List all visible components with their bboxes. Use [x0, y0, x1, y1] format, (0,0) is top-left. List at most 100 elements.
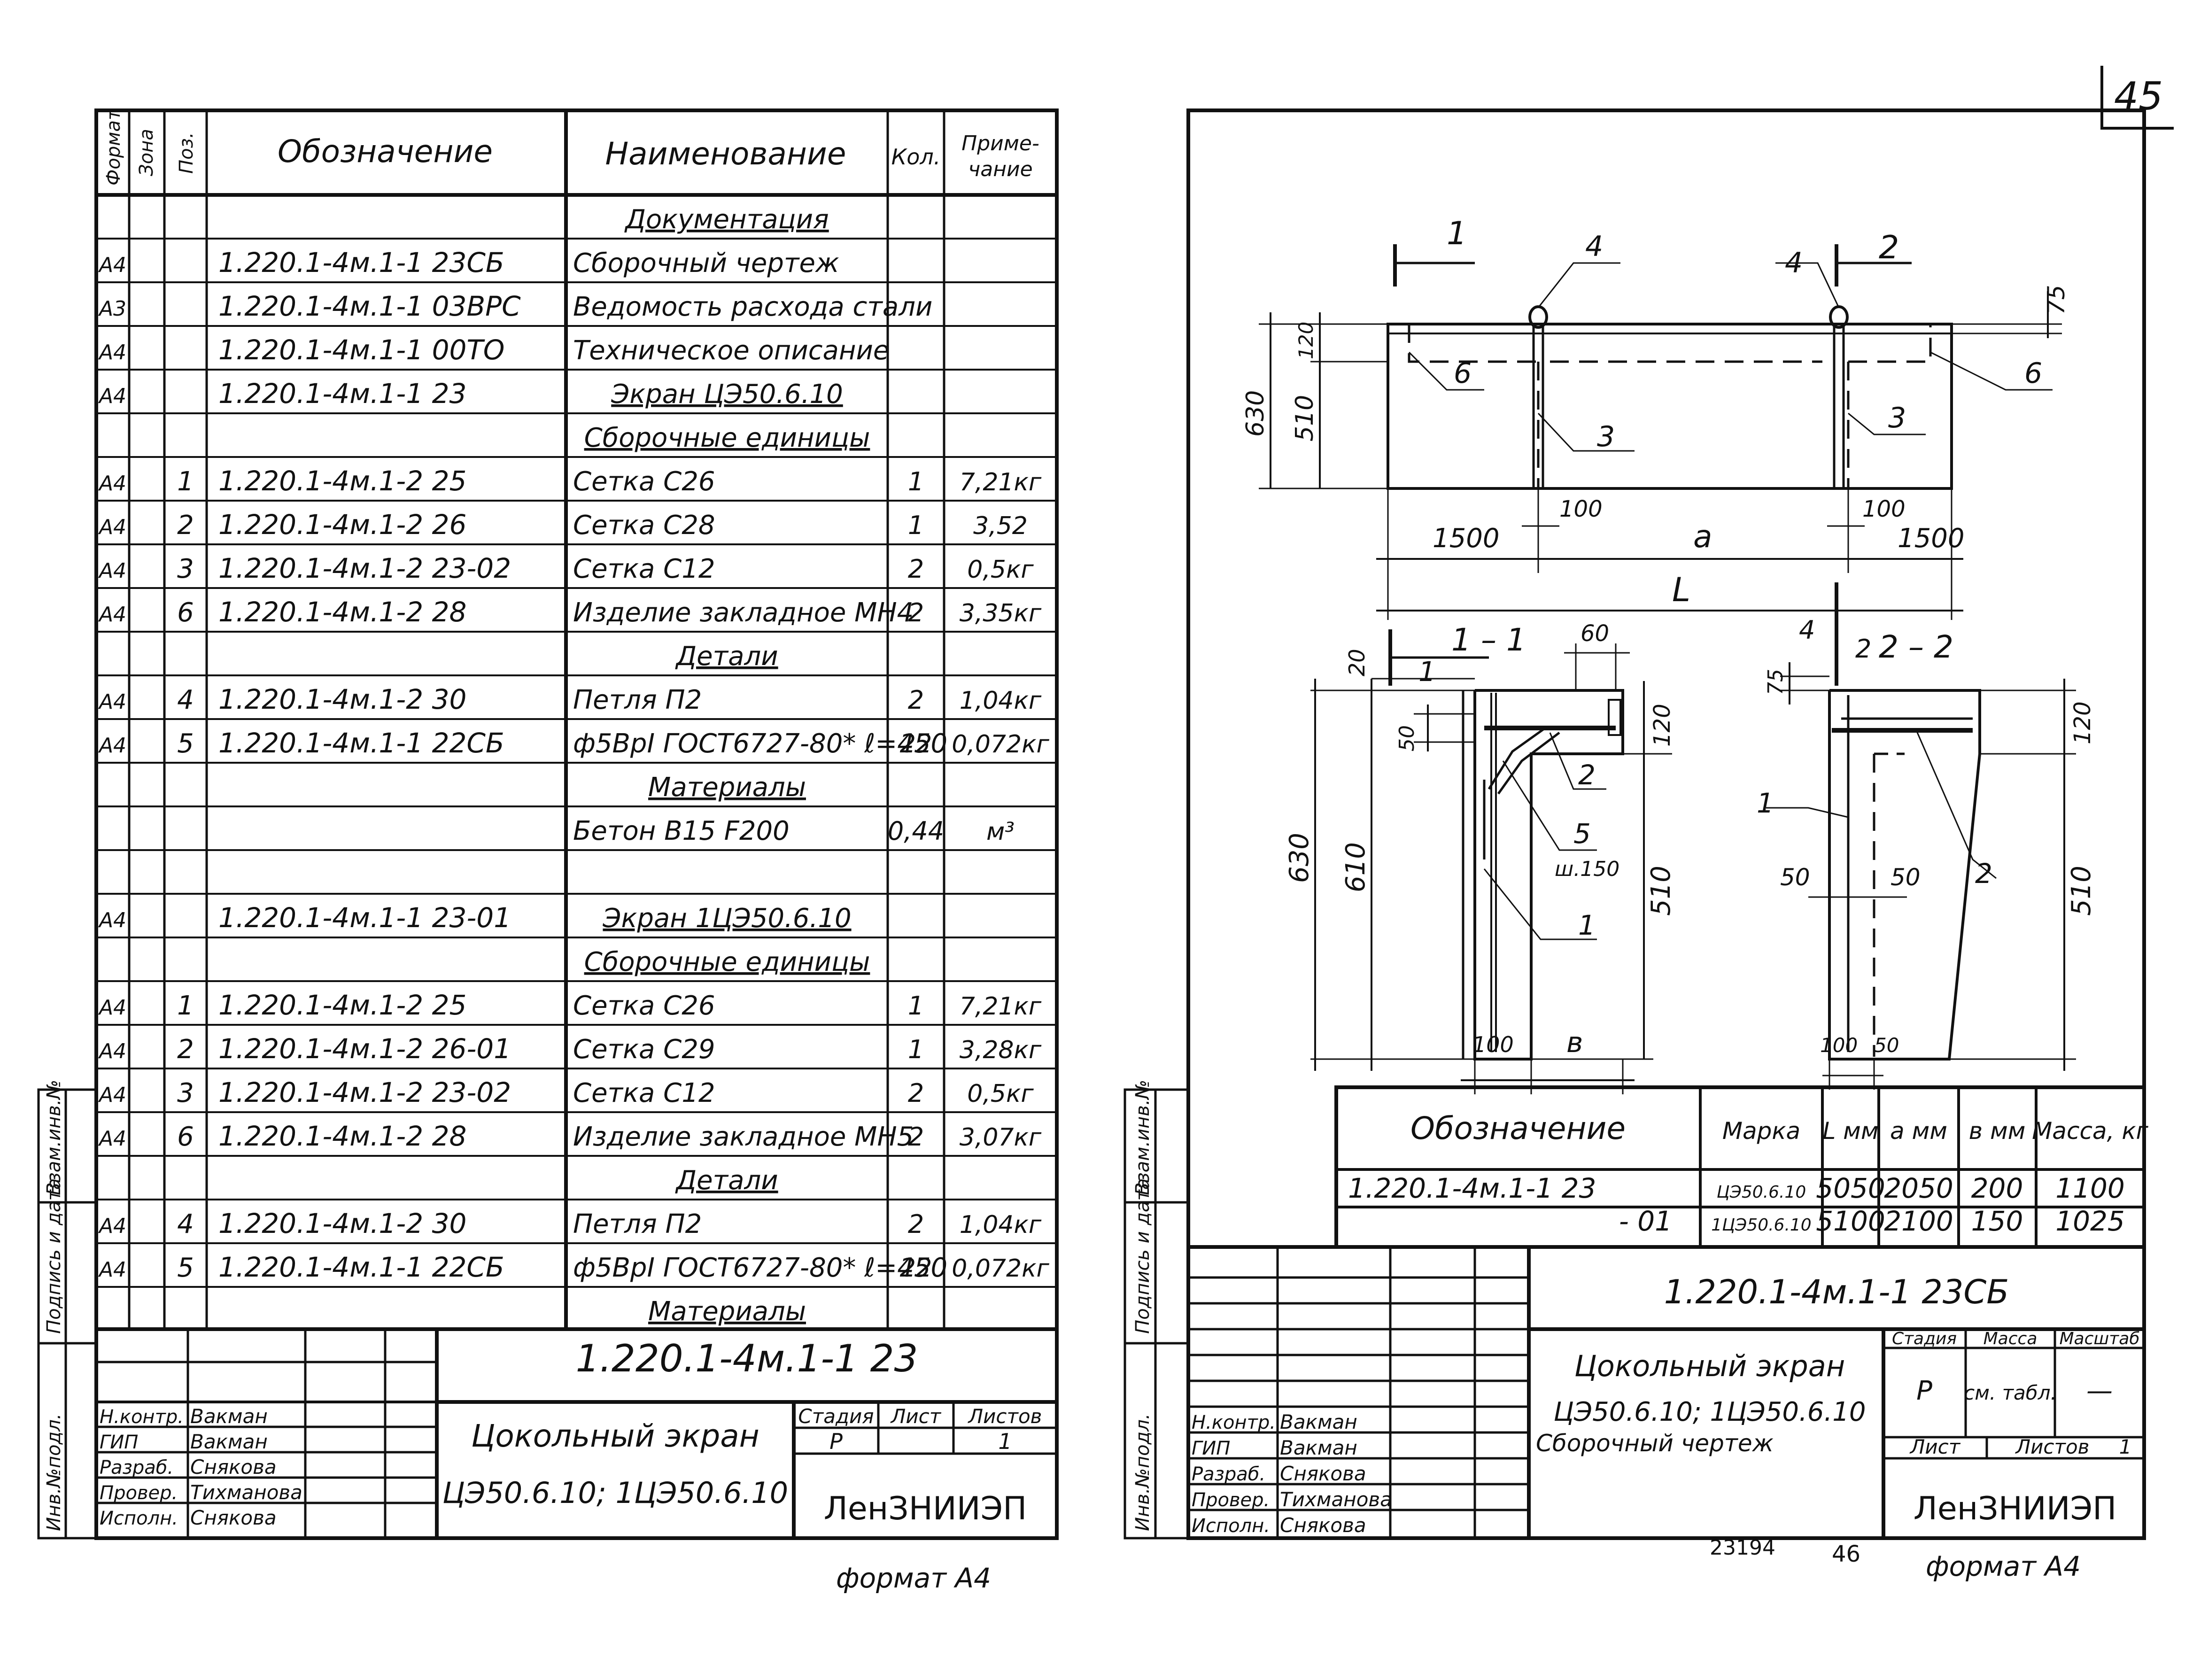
section-2-2: [1766, 629, 2076, 1090]
elev-pos-6a: 6: [1454, 357, 1472, 390]
elev-dim-1500a: 1500: [1433, 523, 1500, 554]
cell-name: Сетка С28: [573, 510, 715, 541]
mark-cell: 1ЦЭ50.6.10: [1711, 1215, 1811, 1235]
page-bottom-number: 46: [1832, 1541, 1860, 1567]
stamp-role: Разраб.: [1192, 1463, 1265, 1485]
elev-pos-4a: 4: [1585, 230, 1603, 263]
elev-dim-120: 120: [1294, 322, 1317, 359]
cell-qty: 1: [908, 991, 924, 1021]
mark-cell: 5050: [1816, 1172, 1885, 1204]
right-stamp-mass-label: Масса: [1984, 1329, 2038, 1348]
elev-pos-4b: 4: [1785, 247, 1803, 279]
right-stamp: [1186, 1245, 2146, 1540]
cell-format: А4: [98, 1214, 126, 1238]
cell-name-heading: Материалы: [648, 1296, 806, 1327]
cell-format: А4: [98, 996, 126, 1020]
cell-name: Сетка С29: [573, 1034, 715, 1065]
cell-note: 3,28кг: [960, 1036, 1042, 1064]
sec22-pos-2: 2: [1975, 858, 1992, 890]
mark-cell: 2100: [1884, 1205, 1953, 1237]
cell-designation: 1.220.1-4м.1-2 25: [218, 989, 466, 1021]
cell-format: А4: [98, 734, 126, 758]
right-stamp-title-1: Цокольный экран: [1574, 1349, 1845, 1383]
sec22-dim-100: 100: [1820, 1034, 1858, 1057]
cell-format: А4: [98, 1083, 126, 1107]
sec22-pos-1: 1: [1757, 787, 1774, 819]
stamp-name: Вакман: [1280, 1436, 1357, 1459]
sec22-dim-510: 510: [2066, 866, 2097, 916]
cell-name: ф5ВрI ГОСТ6727-80* ℓ=450: [573, 728, 947, 759]
mark-cell: 2050: [1884, 1172, 1953, 1204]
cell-note: 0,5кг: [967, 1080, 1034, 1108]
elev-section-1: 1: [1447, 215, 1467, 252]
cell-format: А4: [98, 1127, 126, 1151]
right-stamp-title-3: Сборочный чертеж: [1536, 1430, 1774, 1457]
stamp-role: Н.контр.: [1192, 1412, 1276, 1433]
archive-number: 23194: [1710, 1536, 1775, 1560]
cell-qty: 22: [900, 1253, 932, 1283]
cell-format: А4: [98, 384, 126, 408]
left-side-label-2: Подпись и дата: [43, 1178, 65, 1334]
left-stamp-title-2: ЦЭ50.6.10; 1ЦЭ50.6.10: [442, 1476, 788, 1510]
cell-designation: 1.220.1-4м.1-2 30: [218, 683, 466, 715]
stamp-role: Провер.: [100, 1482, 178, 1504]
sec22-marker: 2: [1855, 634, 1871, 664]
cell-pos: 1: [177, 466, 194, 497]
cell-name-heading: Экран ЦЭ50.6.10: [611, 379, 843, 410]
cell-designation: 1.220.1-4м.1-2 30: [218, 1208, 466, 1239]
sec22-dim-50c: 50: [1874, 1034, 1899, 1057]
cell-format: А4: [98, 559, 126, 583]
cell-pos: 4: [177, 685, 194, 715]
sec11-dim-120: 120: [1649, 704, 1675, 747]
th-pos: Поз.: [176, 132, 197, 174]
mark-th: Обозначение: [1410, 1110, 1626, 1146]
elev-dim-75: 75: [2043, 285, 2070, 315]
cell-name: Изделие закладное МН5: [573, 1122, 914, 1152]
stamp-role: Исполн.: [1192, 1515, 1270, 1537]
cell-designation: 1.220.1-4м.1-1 22СБ: [218, 1251, 504, 1283]
cell-qty: 1: [908, 467, 924, 496]
sec22-dim-120: 120: [2069, 701, 2096, 744]
left-stamp-stage-label: Стадия: [798, 1405, 874, 1428]
cell-qty: 2: [908, 554, 924, 584]
sec22-pos-4: 4: [1799, 615, 1815, 645]
right-stamp-mass: см. табл.: [1964, 1381, 2057, 1404]
cell-designation: 1.220.1-4м.1-2 23-02: [218, 552, 511, 584]
right-stamp-stage: Р: [1916, 1376, 1932, 1406]
sec11-dim-150: ш.150: [1555, 857, 1619, 881]
th-zone: Зона: [136, 129, 157, 176]
cell-pos: 5: [177, 1253, 194, 1283]
cell-pos: 3: [177, 554, 194, 584]
right-stamp-scale-label: Масштаб: [2059, 1329, 2139, 1348]
stamp-role: ГИП: [1192, 1438, 1230, 1459]
cell-pos: 6: [177, 1122, 194, 1152]
cell-qty: 2: [908, 1209, 924, 1239]
cell-name: Ведомость расхода стали: [573, 292, 932, 322]
sec11-dim-b: в: [1566, 1026, 1583, 1059]
elev-dim-a: а: [1693, 519, 1712, 555]
cell-pos: 4: [177, 1209, 194, 1239]
cell-name: Сборочный чертеж: [573, 248, 839, 279]
cell-format: А4: [98, 603, 126, 627]
mark-cell: 150: [1971, 1205, 2023, 1237]
format-label-left: формат А4: [836, 1562, 991, 1594]
mark-cell: ЦЭ50.6.10: [1717, 1183, 1806, 1202]
stamp-name: Снякова: [190, 1455, 277, 1479]
cell-format: А4: [98, 515, 126, 539]
cell-name: Сетка С12: [573, 1078, 715, 1108]
stamp-role: Разраб.: [100, 1457, 173, 1479]
cell-note: 3,52: [973, 512, 1028, 540]
mark-cell: 1.220.1-4м.1-1 23: [1348, 1172, 1596, 1204]
left-stamp-stage: Р: [829, 1429, 843, 1454]
left-stamp-title-1: Цокольный экран: [471, 1418, 759, 1454]
cell-designation: 1.220.1-4м.1-2 28: [218, 596, 466, 628]
mark-th: Масса, кг: [2032, 1117, 2148, 1145]
cell-designation: 1.220.1-4м.1-1 00ТО: [218, 334, 504, 366]
cell-designation: 1.220.1-4м.1-2 26: [218, 509, 466, 541]
right-stamp-stage-label: Стадия: [1892, 1329, 1957, 1348]
cell-name-heading: Сборочные единицы: [584, 423, 870, 453]
